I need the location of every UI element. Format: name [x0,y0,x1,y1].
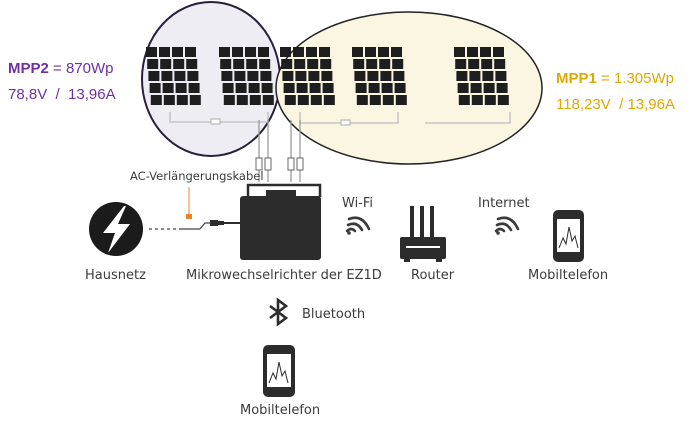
solar-panel-mpp1-b [352,47,407,105]
solar-panel-mpp1-c [454,47,509,105]
solar-panel-mpp2-a [146,47,201,105]
mpp1-label: MPP1 [556,70,597,87]
mpp2-label: MPP2 [8,60,49,77]
internet-label: Internet [478,196,530,211]
panel-wiring [169,112,511,182]
router-icon [400,206,446,262]
bluetooth-label: Bluetooth [302,307,366,322]
mpp2-info: MPP2 = 870Wp 78,8V / 13,96A [8,56,116,108]
bluetooth-icon [269,297,289,327]
cable-connectors [255,157,304,171]
router-label: Router [411,268,455,283]
phone-right-label: Mobiltelefon [528,268,609,283]
wifi-signal-icon [345,216,371,235]
mpp2-values: 78,8V / 13,96A [8,86,116,103]
mpp1-power: = 1.305Wp [596,70,674,87]
solar-panel-mpp2-b [219,47,274,105]
house-grid-icon [89,202,143,256]
inverter-mounting-bracket [246,183,322,197]
internet-signal-icon [494,216,520,235]
mobile-phone-bluetooth-icon [263,345,295,397]
inverter-icon [240,196,321,260]
mpp1-info: MPP1 = 1.305Wp 118,23V / 13,96A [556,66,675,118]
inverter-label: Mikrowechselrichter der EZ1D [186,268,382,283]
solar-panel-array [146,47,509,105]
house-grid-label: Hausnetz [85,268,146,283]
wifi-label: Wi-Fi [342,196,374,211]
solar-panel-mpp1-a [280,47,335,105]
mpp2-power: = 870Wp [48,60,114,77]
phone-bottom-label: Mobiltelefon [240,403,321,418]
mpp1-values: 118,23V / 13,96A [556,96,675,113]
mobile-phone-icon [553,210,584,262]
ac-cable-label: AC-Verlängerungskabel [130,169,264,183]
ac-extension-cable [149,187,240,230]
